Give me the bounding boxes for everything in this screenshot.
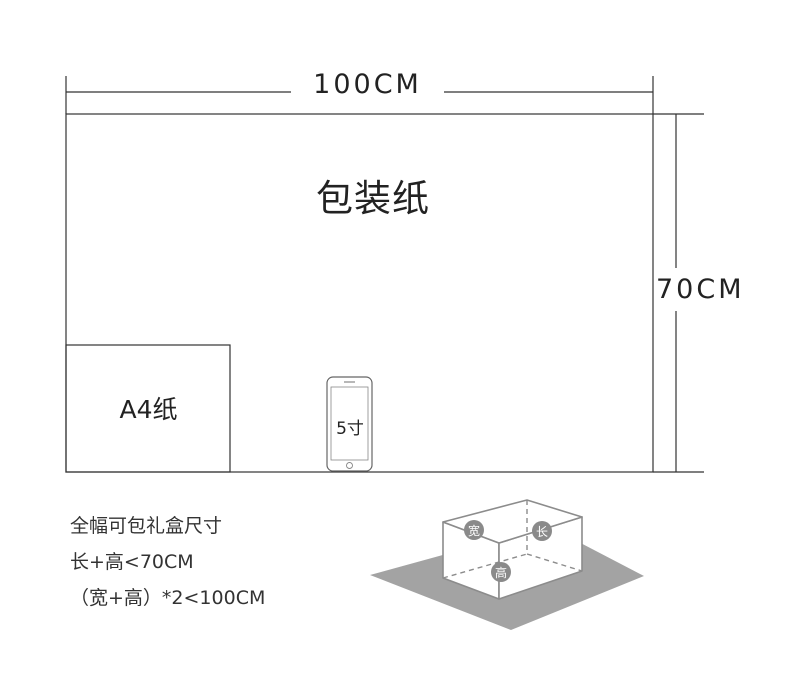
wrapping-paper-outline: [65, 113, 654, 473]
box-width-label: 宽: [468, 523, 480, 538]
width-badge: [464, 520, 484, 540]
a4-paper-label: A4纸: [119, 395, 178, 424]
a4-paper-outline: [65, 344, 231, 473]
height-dimension-label: 70CM: [656, 268, 745, 311]
size-note-line: （宽+高）*2<100CM: [70, 587, 266, 609]
width-dimension-label-wrap: 100CM: [0, 69, 735, 100]
size-note: 全幅可包礼盒尺寸 长+高<70CM （宽+高）*2<100CM: [70, 508, 265, 616]
wrapping-paper-label: 包装纸: [316, 177, 430, 220]
box-height-label: 高: [495, 565, 507, 580]
box-length-label: 长: [536, 525, 548, 539]
phone-size-label: 5寸: [336, 419, 364, 439]
phone-icon: [326, 376, 373, 472]
width-dimension-label: 100CM: [291, 69, 444, 100]
height-badge: [491, 562, 511, 582]
size-note-line: 全幅可包礼盒尺寸: [70, 515, 223, 537]
gift-box-illustration: 宽 长 高: [370, 499, 644, 630]
size-note-line: 长+高<70CM: [70, 551, 194, 573]
length-badge: [532, 521, 552, 541]
